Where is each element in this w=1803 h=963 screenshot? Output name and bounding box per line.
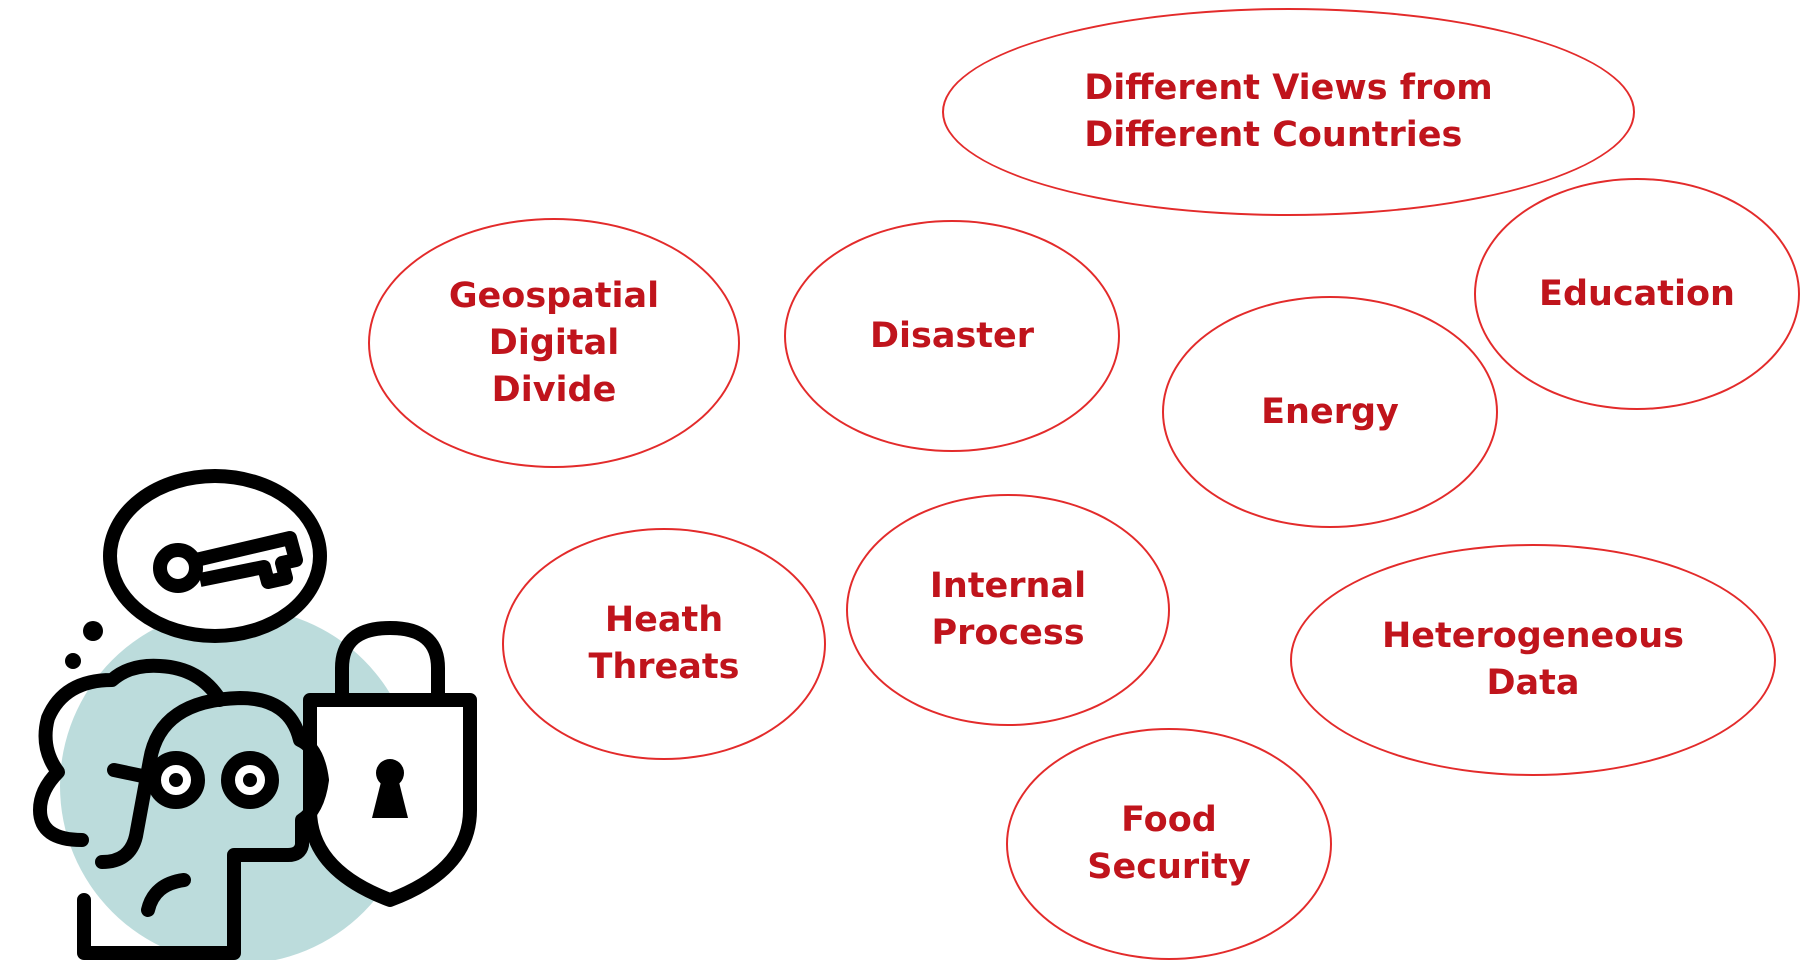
bubble-label: Heterogeneous Data: [1381, 616, 1685, 703]
bubble-label: Geospatial Digital Divide: [448, 275, 660, 410]
bubble-label: Disaster: [869, 315, 1035, 356]
bubble-heterogeneous-data: Heterogeneous Data: [1290, 544, 1776, 776]
privacy-illustration: [33, 469, 477, 960]
bubble-label: Education: [1539, 273, 1735, 314]
bubble-label: Internal Process: [929, 566, 1087, 653]
bubble-education: Education: [1474, 178, 1800, 410]
bubble-geospatial-digital-divide: Geospatial Digital Divide: [368, 218, 740, 468]
key-icon: [153, 531, 303, 593]
bubble-disaster: Disaster: [784, 220, 1120, 452]
bubble-internal-process: Internal Process: [846, 494, 1170, 726]
bubble-label: Different Views from Different Countries: [1084, 68, 1493, 155]
bubble-label: Food Security: [1087, 800, 1251, 887]
bubble-label: Energy: [1261, 391, 1399, 432]
bubble-health-threats: Heath Threats: [502, 528, 826, 760]
padlock-icon: [303, 621, 477, 907]
person-icon: [33, 658, 329, 960]
bubble-label: Heath Threats: [588, 600, 740, 687]
bubble-energy: Energy: [1162, 296, 1498, 528]
bubble-food-security: Food Security: [1006, 728, 1332, 960]
bubble-different-views: Different Views from Different Countries: [942, 8, 1635, 216]
